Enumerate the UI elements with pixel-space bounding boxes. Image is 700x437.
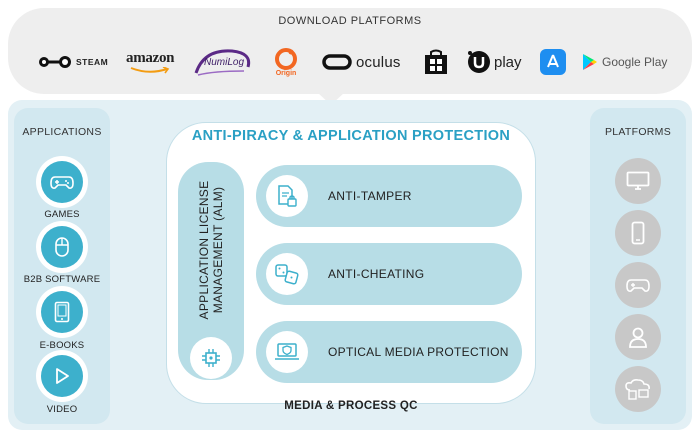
platforms-title: PLATFORMS: [604, 126, 672, 138]
console-controller-icon: [626, 279, 650, 292]
applications-title: APPLICATIONS: [22, 126, 102, 138]
origin-icon: [275, 47, 297, 70]
windows-store-icon: [425, 49, 447, 74]
origin-logo: Origin: [275, 40, 297, 84]
games-label: GAMES: [44, 209, 80, 220]
app-store-icon: [540, 49, 566, 75]
games-category: [36, 156, 88, 208]
platform-mobile: [615, 210, 661, 256]
numilog-label: NumiLog: [204, 57, 245, 68]
platform-user: [615, 314, 661, 360]
document-lock-icon: [278, 185, 297, 207]
platform-cloud: [615, 366, 661, 412]
user-icon: [629, 327, 647, 348]
platform-desktop: [615, 158, 661, 204]
steam-label: STEAM: [76, 57, 109, 67]
google-play-icon: [583, 54, 597, 70]
oculus-icon: [322, 54, 352, 70]
numilog-logo: NumiLog: [194, 40, 254, 84]
steam-logo: STEAM: [38, 40, 108, 84]
anti-tamper-label: ANTI-TAMPER: [328, 189, 412, 203]
app-store-logo: [540, 40, 566, 84]
feature-anti-cheating: ANTI-CHEATING: [256, 243, 522, 305]
ebooks-label: E-BOOKS: [39, 340, 85, 351]
monitor-icon: [626, 171, 650, 190]
chip-network-icon: [202, 349, 220, 367]
alm-label: APPLICATION LICENSE MANAGEMENT (ALM): [197, 180, 225, 320]
cloud-devices-icon: [625, 379, 650, 400]
uplay-logo: play: [466, 40, 522, 84]
feature-icon-circle: [266, 175, 308, 217]
download-platforms-banner: [8, 8, 692, 94]
numilog-icon: NumiLog: [194, 47, 254, 77]
uplay-label: play: [494, 53, 522, 71]
origin-label: Origin: [275, 69, 297, 77]
optical-media-protection-label: OPTICAL MEDIA PROTECTION: [328, 345, 509, 359]
google-play-logo: Google Play: [582, 40, 667, 84]
video-category: [36, 350, 88, 402]
ebook-icon: [54, 301, 70, 323]
download-platforms-title: DOWNLOAD PLATFORMS: [278, 15, 422, 27]
alm-icon-circle: [190, 337, 232, 379]
platform-console: [615, 262, 661, 308]
smartphone-icon: [631, 221, 645, 245]
feature-anti-tamper: ANTI-TAMPER: [256, 165, 522, 227]
b2b-software-category: [36, 221, 88, 273]
video-label: VIDEO: [46, 404, 78, 415]
amazon-logo: amazon: [126, 40, 175, 84]
oculus-logo: oculus: [322, 40, 401, 84]
dice-icon: [275, 264, 299, 285]
download-platform-logos: STEAM amazon NumiLog Origin oculus: [30, 40, 670, 84]
google-play-label: Google Play: [602, 55, 668, 69]
shield-laptop-icon: [275, 343, 299, 360]
amazon-smile-icon: [130, 67, 170, 74]
feature-optical-media-protection: OPTICAL MEDIA PROTECTION: [256, 321, 522, 383]
amazon-label: amazon: [126, 50, 175, 66]
feature-icon-circle: [266, 253, 308, 295]
anti-cheating-label: ANTI-CHEATING: [328, 267, 425, 281]
steam-icon: [39, 56, 71, 68]
gamepad-icon: [50, 176, 74, 189]
oculus-label: oculus: [356, 53, 401, 71]
mouse-icon: [55, 237, 69, 257]
feature-icon-circle: [266, 331, 308, 373]
windows-store-logo: [424, 40, 448, 84]
b2b-software-label: B2B SOFTWARE: [23, 274, 101, 285]
protection-title: ANTI-PIRACY & APPLICATION PROTECTION: [191, 128, 511, 144]
play-icon: [56, 368, 69, 384]
uplay-icon: [468, 51, 490, 73]
media-process-qc-label: MEDIA & PROCESS QC: [284, 400, 418, 412]
ebooks-category: [36, 286, 88, 338]
